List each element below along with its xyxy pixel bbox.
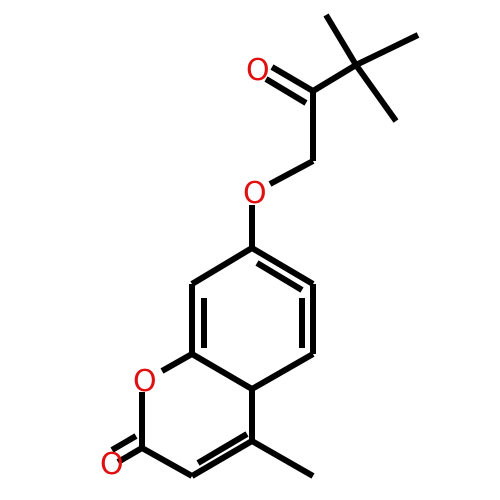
ketone-oxygen-label: O — [246, 53, 270, 88]
bond-ketone-double-b — [264, 76, 308, 106]
bond-ch-cme-double — [196, 431, 249, 466]
bond-tbu-methyl-2 — [354, 32, 420, 68]
lactone-oxygen-label: O — [100, 447, 124, 482]
ring-oxygen-label: O — [133, 364, 157, 399]
bond-lactone-ch — [140, 445, 194, 479]
bond-ar-3 — [250, 351, 315, 392]
bond-lactone-double-a — [116, 445, 144, 465]
bond-ketone-double-a — [270, 64, 315, 94]
bond-ar-4 — [190, 351, 254, 392]
bond-tbu-methyl-1 — [323, 13, 359, 67]
bond-ar-6 — [190, 245, 254, 287]
bond-ring-o-left — [160, 351, 194, 374]
ether-oxygen-label: O — [243, 176, 267, 211]
bond-c4-methyl — [250, 438, 315, 479]
bond-lactone-double-b — [110, 433, 138, 453]
bond-ar-inner-1 — [255, 260, 304, 293]
bond-tbu-methyl-3 — [353, 63, 399, 123]
bond-ch2-ether-o — [268, 158, 315, 187]
bond-tbu-carbonyl — [311, 62, 358, 94]
bond-ch-cme — [190, 438, 254, 479]
bond-ar-1 — [250, 245, 315, 287]
